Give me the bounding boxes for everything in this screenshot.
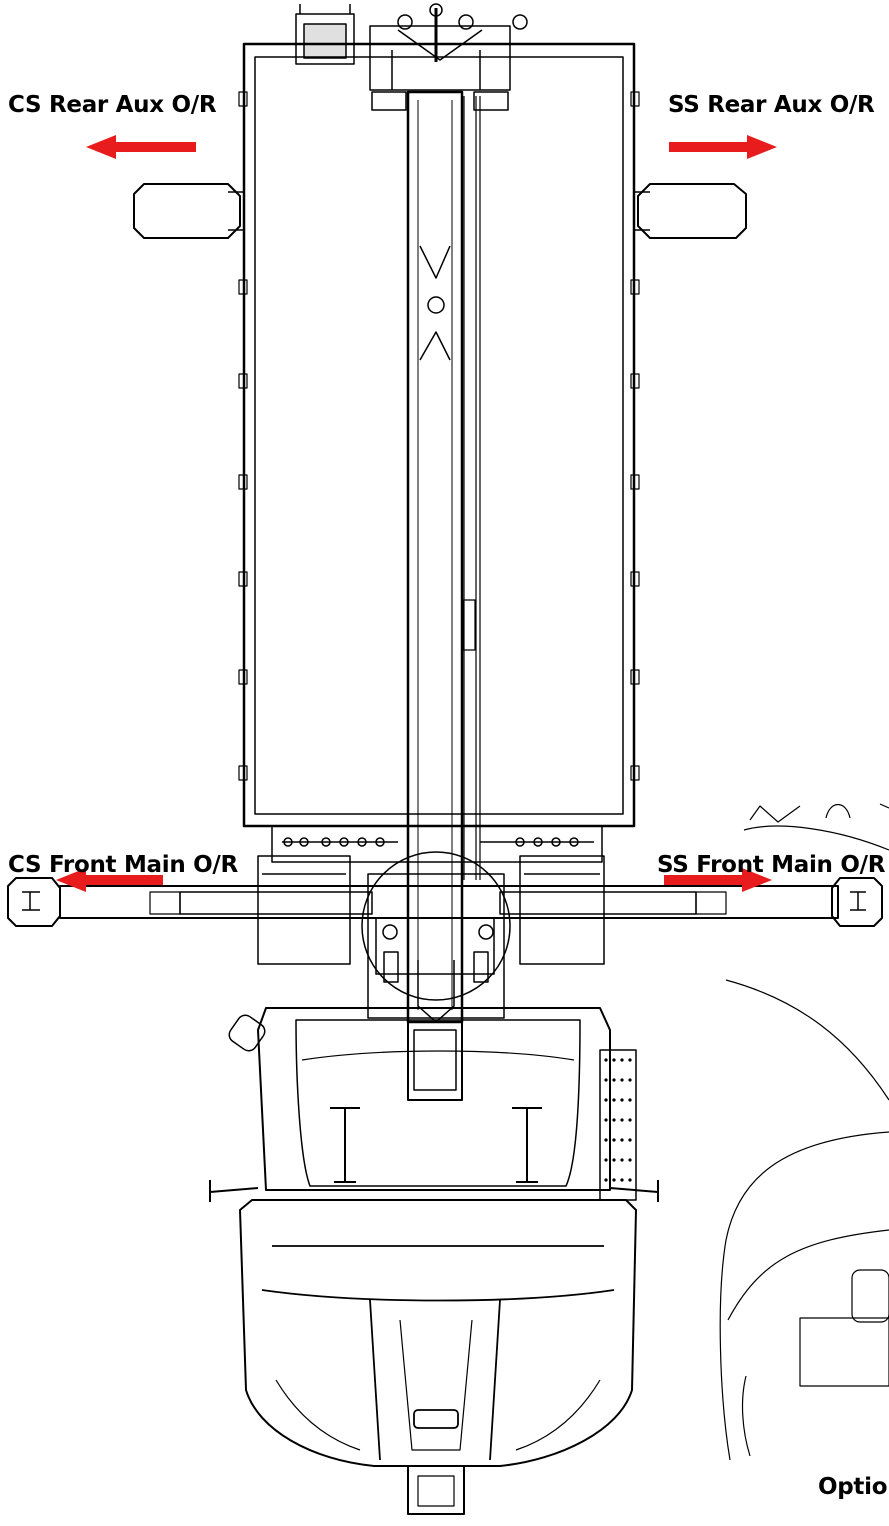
option-detail-view [719, 803, 889, 1461]
cs-front-outrigger-label: CS Front Main O/R [8, 852, 238, 878]
ss-rear-outrigger-label: SS Rear Aux O/R [668, 92, 875, 118]
boom-tip [295, 3, 528, 111]
cs-front-outrigger [7, 877, 61, 927]
truck-hood [239, 1199, 637, 1515]
crane-boom [406, 90, 481, 1024]
ss-rear-outrigger [634, 183, 747, 239]
arrow-ss-front [664, 868, 772, 892]
option-label: Option [818, 1474, 889, 1500]
front-outrigger-beam [59, 885, 839, 919]
cs-rear-outrigger [133, 183, 244, 239]
arrow-ss-rear [669, 135, 777, 159]
ss-front-outrigger [831, 877, 883, 927]
ss-front-outrigger-label: SS Front Main O/R [657, 852, 886, 878]
crane-turret [257, 825, 605, 1023]
cs-rear-outrigger-label: CS Rear Aux O/R [8, 92, 217, 118]
arrow-cs-rear [86, 135, 196, 159]
cargo-bed [238, 42, 640, 828]
truck-cab [209, 1007, 659, 1202]
cab-column [375, 917, 495, 1101]
arrow-cs-front [56, 868, 163, 892]
